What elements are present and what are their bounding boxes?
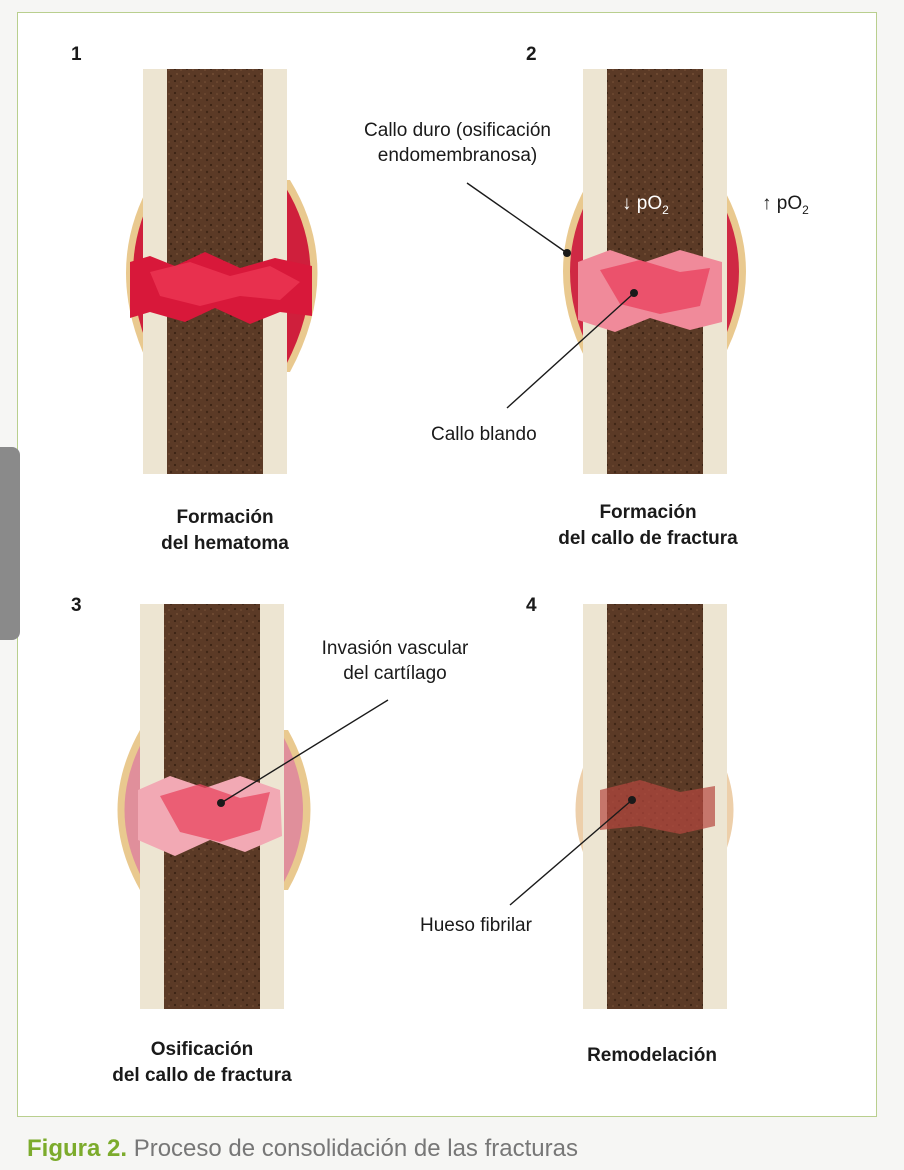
panel-1-title: Formación del hematoma <box>75 505 375 557</box>
label-woven-bone: Hueso fibrilar <box>420 915 532 936</box>
panel-1-title-line2: del hematoma <box>161 533 289 554</box>
figure-caption-text: Proceso de consolidación de las fractura… <box>127 1135 578 1162</box>
pointer-line-soft-callus <box>506 292 635 409</box>
pointer-dot-vascular <box>217 799 225 807</box>
label-hard-callus: Callo duro (osificación endomembranosa) <box>345 118 570 168</box>
label-vascular-line1: Invasión vascular <box>321 638 469 659</box>
panel-2-title: Formación del callo de fractura <box>498 500 798 552</box>
pointer-line-vascular <box>220 699 389 804</box>
panel-3-title-line1: Osificación <box>150 1039 254 1060</box>
panel-4-bone <box>575 604 734 1009</box>
side-scroll-tab[interactable] <box>0 447 20 640</box>
panel-3-bone <box>117 604 311 1009</box>
panel-3-title-line2: del callo de fractura <box>112 1065 292 1086</box>
panel-number-1: 1 <box>71 44 82 65</box>
label-vascular-invasion: Invasión vascular del cartílago <box>300 636 490 686</box>
panel-2-title-line2: del callo de fractura <box>558 528 738 549</box>
label-vascular-line2: del cartílago <box>343 663 447 684</box>
po2-text: pO <box>636 193 663 214</box>
pointer-dot-woven-bone <box>628 796 636 804</box>
label-hard-callus-line1: Callo duro (osificación <box>364 120 551 141</box>
pointer-line-hard-callus <box>466 182 568 254</box>
panel-2-bone <box>563 69 746 474</box>
panel-4-title: Remodelación <box>502 1043 802 1069</box>
label-low-po2: ↓ pO2 <box>622 193 669 217</box>
panel-number-3: 3 <box>71 595 82 616</box>
figure-caption: Figura 2. Proceso de consolidación de la… <box>27 1135 578 1163</box>
pointer-line-woven-bone <box>509 799 633 906</box>
po2-text: pO <box>776 193 803 214</box>
panel-2-title-line1: Formación <box>599 502 697 523</box>
po2-subscript: 2 <box>662 202 669 217</box>
panel-3-title: Osificación del callo de fractura <box>52 1037 352 1089</box>
arrow-down-icon: ↓ <box>622 193 632 214</box>
panel-number-2: 2 <box>526 44 537 65</box>
label-soft-callus: Callo blando <box>431 424 537 445</box>
arrow-up-icon: ↑ <box>762 193 772 214</box>
label-hard-callus-line2: endomembranosa) <box>377 145 538 166</box>
panel-1-title-line1: Formación <box>176 507 274 528</box>
pointer-dot-soft-callus <box>630 289 638 297</box>
label-high-po2: ↑ pO2 <box>762 193 809 217</box>
panel-4-title-line1: Remodelación <box>587 1045 717 1066</box>
po2-subscript: 2 <box>802 202 809 217</box>
panel-number-4: 4 <box>526 595 537 616</box>
panel-1-bone <box>126 69 318 474</box>
figure-label: Figura 2. <box>27 1135 128 1162</box>
pointer-dot-hard-callus <box>563 249 571 257</box>
